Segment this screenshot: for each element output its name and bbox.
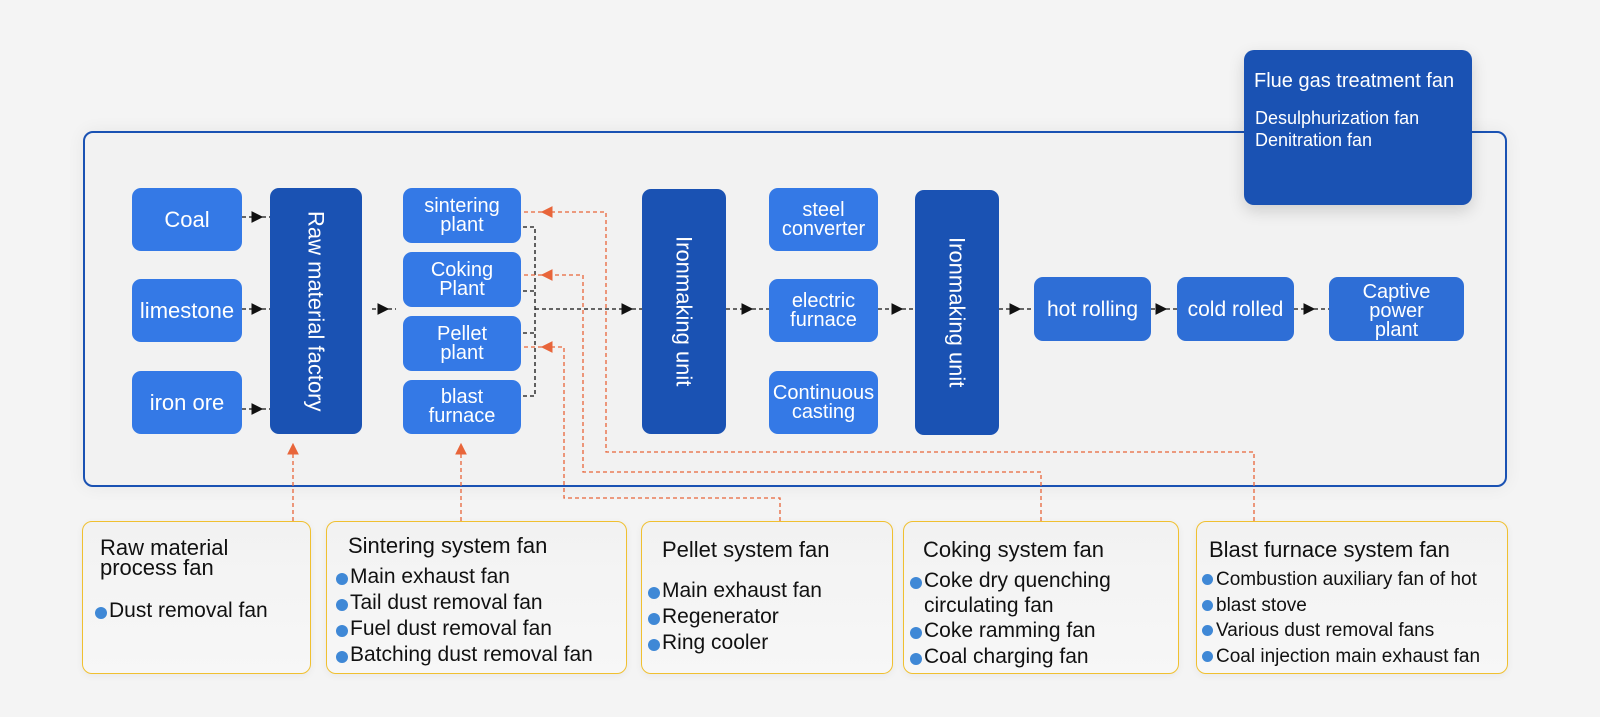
card-title: Blast furnace system fan xyxy=(1209,537,1450,562)
node-ironmaking-unit-2: Ironmaking unit xyxy=(915,190,999,435)
card-blast-furnace-system-fan: Blast furnace system fan Combustion auxi… xyxy=(1196,521,1508,674)
card-coking-system-fan: Coking system fan Coke dry quenching cir… xyxy=(903,521,1179,674)
card-items: Main exhaust fan Tail dust removal fan F… xyxy=(336,564,593,668)
flue-item: Desulphurization fan xyxy=(1255,108,1420,128)
node-coal: Coal xyxy=(132,188,242,251)
card-items: Main exhaust fan Regenerator Ring cooler xyxy=(648,578,822,656)
card-title: Raw material process fan xyxy=(100,535,229,580)
card-item: Various dust removal fans xyxy=(1202,618,1480,644)
node-coking-plant: Coking Plant xyxy=(403,252,521,307)
card-title: Sintering system fan xyxy=(348,533,548,558)
card-title: Coking system fan xyxy=(923,537,1104,562)
card-item: Dust removal fan xyxy=(95,598,268,624)
card-item: Coal charging fan xyxy=(910,644,1111,670)
node-cold-rolled: cold rolled xyxy=(1177,277,1294,341)
node-raw-material-factory: Raw material factory xyxy=(270,188,362,434)
node-iron-ore: iron ore xyxy=(132,371,242,434)
card-items: Coke dry quenching circulating fan Coke … xyxy=(910,568,1111,670)
card-item: Ring cooler xyxy=(648,630,822,656)
card-item: Coke dry quenching circulating fan xyxy=(910,568,1111,618)
card-item: Batching dust removal fan xyxy=(336,642,593,668)
node-continuous-casting: Continuous casting xyxy=(769,371,878,434)
card-item: Coke ramming fan xyxy=(910,618,1111,644)
flue-title: Flue gas treatment fan xyxy=(1254,70,1455,92)
card-item: Tail dust removal fan xyxy=(336,590,593,616)
card-sintering-system-fan: Sintering system fan Main exhaust fan Ta… xyxy=(326,521,627,674)
node-captive-power-plant: Captive power plant xyxy=(1329,277,1464,341)
flue-item: Denitration fan xyxy=(1255,130,1373,150)
node-blast-furnace: blast furnace xyxy=(403,380,521,434)
node-sintering-plant: sintering plant xyxy=(403,188,521,243)
card-item: Main exhaust fan xyxy=(648,578,822,604)
card-item: Regenerator xyxy=(648,604,822,630)
card-raw-material-process-fan: Raw material process fan Dust removal fa… xyxy=(82,521,311,674)
card-item: Coal injection main exhaust fan xyxy=(1202,644,1480,670)
card-items: Combustion auxiliary fan of hot blast st… xyxy=(1202,567,1480,669)
card-title: Pellet system fan xyxy=(662,537,830,562)
node-hot-rolling: hot rolling xyxy=(1034,277,1151,341)
node-pellet-plant: Pellet plant xyxy=(403,316,521,371)
card-items: Dust removal fan xyxy=(95,598,268,624)
node-electric-furnace: electric furnace xyxy=(769,279,878,342)
card-item: Main exhaust fan xyxy=(336,564,593,590)
node-steel-converter: steel converter xyxy=(769,188,878,251)
card-item: Combustion auxiliary fan of hot xyxy=(1202,567,1480,593)
card-item: Fuel dust removal fan xyxy=(336,616,593,642)
flue-gas-treatment-fan-box: Flue gas treatment fan Desulphurization … xyxy=(1244,50,1472,205)
node-limestone: limestone xyxy=(132,279,242,342)
node-ironmaking-unit-1: Ironmaking unit xyxy=(642,189,726,434)
flue-items: Desulphurization fan Denitration fan xyxy=(1255,107,1419,151)
card-item: blast stove xyxy=(1202,593,1480,619)
card-pellet-system-fan: Pellet system fan Main exhaust fan Regen… xyxy=(641,521,893,674)
